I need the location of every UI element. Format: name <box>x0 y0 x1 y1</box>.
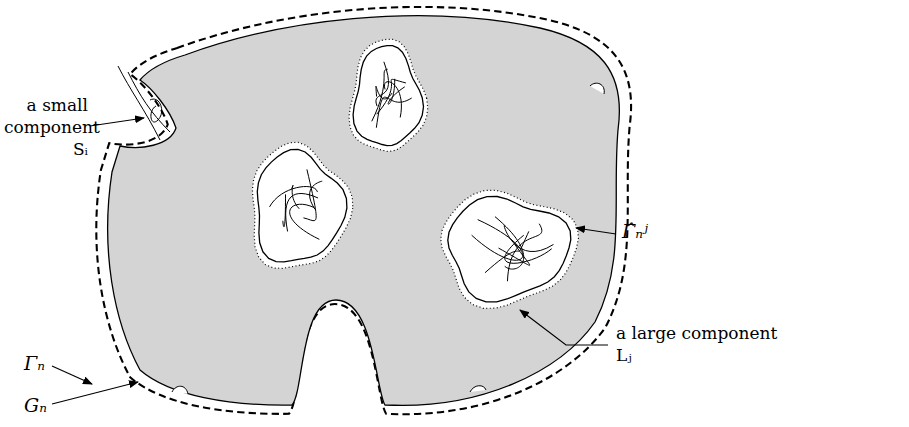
random-curve <box>388 79 405 104</box>
random-curve <box>292 185 300 209</box>
boundary-label: Γₙ <box>24 352 45 374</box>
random-curve <box>283 194 286 226</box>
leader-lines <box>52 118 616 404</box>
boundary-notch <box>470 386 486 392</box>
dotted-curve <box>349 39 428 151</box>
small-component-label: a small component Sᵢ <box>4 94 88 160</box>
random-curve <box>376 62 389 106</box>
large-component-label: a large component Lⱼ <box>616 322 786 366</box>
large-component-hole <box>353 46 423 146</box>
boundary-notch <box>172 386 188 394</box>
outer-dashed-curve <box>96 7 631 414</box>
random-curve <box>472 220 523 261</box>
random-curve <box>310 181 323 209</box>
large-component-hole <box>448 197 571 302</box>
inner-boundary-label: Γ̂ₙʲ <box>622 220 648 242</box>
boundary-notch <box>590 83 604 94</box>
random-curve <box>504 225 553 251</box>
random-curve <box>485 231 529 272</box>
dotted-curve <box>252 142 352 268</box>
random-curve <box>377 79 406 114</box>
large-component-hole <box>257 149 347 262</box>
dotted-curve <box>441 190 579 308</box>
random-curve <box>376 97 411 128</box>
small-component-curve <box>118 66 170 140</box>
random-curve <box>376 86 392 99</box>
region-label: Gₙ <box>24 394 47 416</box>
random-curve <box>499 243 530 265</box>
domain-region <box>108 16 620 406</box>
